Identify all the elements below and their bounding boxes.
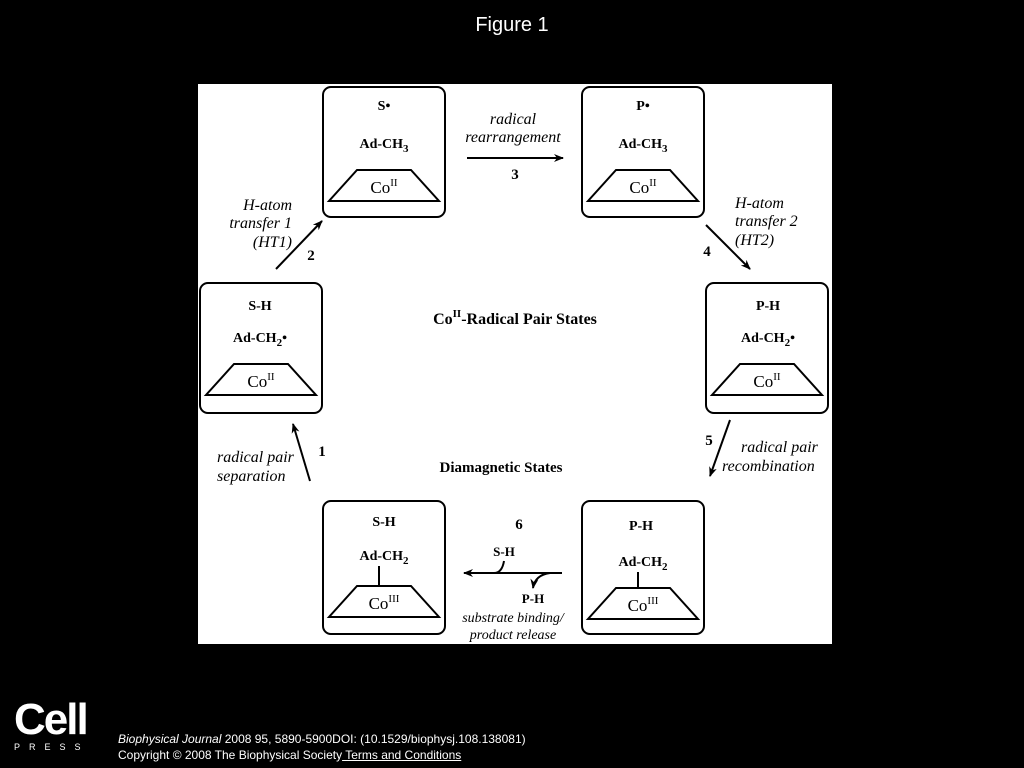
- step-6-in-label: S-H: [493, 544, 515, 559]
- step-4-label-line1: H-atom: [734, 195, 784, 212]
- step-5-radical-pair-recombination: 5 radical pair recombination: [705, 419, 819, 477]
- state-box-s-h-radical: S-H Ad-CH2• CoII: [199, 282, 323, 414]
- state-box-s-h-diamagnetic: S-H Ad-CH2 CoIII: [322, 500, 446, 635]
- box-frame: [322, 86, 446, 218]
- species-label: S-H: [248, 299, 271, 314]
- step-5-label-line1: radical pair: [741, 439, 819, 456]
- cobalt-label: CoII: [753, 371, 781, 391]
- corrin-ring-shape: [709, 363, 825, 396]
- step-4-arrow: [705, 224, 751, 270]
- step-6-substrate-binding: 6 S-H P-H substrate binding/ product rel…: [462, 517, 565, 643]
- step-2-number: 2: [307, 248, 315, 264]
- step-2-h-atom-transfer-1: H-atom transfer 1 (HT1) 2: [229, 197, 323, 270]
- box-frame: [581, 500, 705, 635]
- box-frame: [322, 500, 446, 635]
- box-frame: [705, 282, 829, 414]
- step-2-label-line3: (HT1): [253, 234, 292, 251]
- reaction-cycle-diagram: S• Ad-CH3 CoII P• Ad-CH3 CoII S-H Ad-CH2…: [199, 86, 829, 643]
- step-3-label-line1: radical: [490, 111, 537, 128]
- cobalt-label: CoIII: [369, 593, 400, 613]
- species-label: P-H: [629, 519, 653, 534]
- step-1-label-line2: separation: [217, 468, 285, 485]
- logo-sub: PRESS: [14, 742, 90, 752]
- step-6-out-label: P-H: [522, 591, 544, 606]
- cobalt-label: CoII: [370, 177, 398, 197]
- step-2-arrow: [275, 220, 323, 270]
- step-6-out-curve: [530, 572, 551, 589]
- state-box-s-radical: S• Ad-CH3 CoII: [322, 86, 446, 218]
- step-5-arrow: [709, 419, 731, 477]
- corrin-ring-shape: [203, 363, 319, 396]
- corrin-ring-shape: [585, 587, 701, 620]
- corrin-ring-shape: [326, 585, 442, 618]
- figure-panel: S• Ad-CH3 CoII P• Ad-CH3 CoII S-H Ad-CH2…: [198, 84, 832, 644]
- diamagnetic-states-label: Diamagnetic States: [440, 460, 563, 476]
- state-box-p-radical: P• Ad-CH3 CoII: [581, 86, 705, 218]
- step-2-label-line2: transfer 1: [229, 215, 292, 232]
- cobalt-label: CoII: [629, 177, 657, 197]
- step-2-label-line1: H-atom: [242, 197, 292, 214]
- cell-press-logo: Cell PRESS: [14, 695, 90, 753]
- adenosyl-label: Ad-CH2•: [741, 331, 795, 349]
- step-4-label-line2: transfer 2: [735, 213, 798, 230]
- journal-name: Biophysical Journal: [118, 732, 222, 746]
- step-4-number: 4: [703, 244, 711, 260]
- adenosyl-label: Ad-CH3: [618, 137, 668, 155]
- citation-details: 2008 95, 5890-5900DOI: (10.1529/biophysj…: [221, 732, 526, 746]
- logo-word: Cell: [14, 695, 89, 744]
- adenosyl-label: Ad-CH2: [618, 555, 668, 573]
- adenosyl-label: Ad-CH3: [359, 137, 409, 155]
- adenosyl-label: Ad-CH2: [359, 549, 409, 567]
- box-frame: [581, 86, 705, 218]
- citation-block: Biophysical Journal 2008 95, 5890-5900DO…: [118, 731, 526, 763]
- state-box-p-h-diamagnetic: P-H Ad-CH2 CoIII: [581, 500, 705, 635]
- step-6-in-curve: [493, 560, 505, 574]
- cobalt-label: CoII: [247, 371, 275, 391]
- figure-title: Figure 1: [475, 14, 549, 36]
- species-label: S-H: [372, 515, 395, 530]
- step-1-radical-pair-separation: 1 radical pair separation: [217, 423, 326, 485]
- species-label: P-H: [756, 299, 780, 314]
- corrin-ring-shape: [326, 169, 442, 202]
- cobalt-label: CoIII: [628, 595, 659, 615]
- citation-line: Biophysical Journal 2008 95, 5890-5900DO…: [118, 731, 526, 747]
- step-1-label-line1: radical pair: [217, 449, 295, 466]
- state-box-p-h-radical: P-H Ad-CH2• CoII: [705, 282, 829, 414]
- radical-pair-states-label: CoII-Radical Pair States: [433, 308, 597, 328]
- box-frame: [199, 282, 323, 414]
- step-6-number: 6: [515, 517, 523, 533]
- species-label: P•: [636, 99, 650, 114]
- copyright-line: Copyright © 2008 The Biophysical Society…: [118, 747, 526, 763]
- step-3-rearrangement: radical rearrangement 3: [465, 111, 564, 183]
- step-6-label-line2: product release: [469, 628, 556, 643]
- step-5-label-line2: recombination: [722, 458, 815, 475]
- step-3-label-line2: rearrangement: [465, 129, 561, 146]
- step-1-arrow: [291, 423, 311, 482]
- terms-link[interactable]: Terms and Conditions: [342, 748, 462, 762]
- step-1-number: 1: [318, 444, 326, 460]
- step-3-number: 3: [511, 167, 519, 183]
- adenosyl-label: Ad-CH2•: [233, 331, 287, 349]
- step-5-number: 5: [705, 433, 713, 449]
- step-4-h-atom-transfer-2: H-atom transfer 2 (HT2) 4: [703, 195, 798, 270]
- corrin-ring-shape: [585, 169, 701, 202]
- step-4-label-line3: (HT2): [735, 232, 774, 249]
- species-label: S•: [378, 99, 391, 114]
- copyright-text: Copyright © 2008 The Biophysical Society: [118, 748, 343, 762]
- step-6-label-line1: substrate binding/: [462, 611, 565, 626]
